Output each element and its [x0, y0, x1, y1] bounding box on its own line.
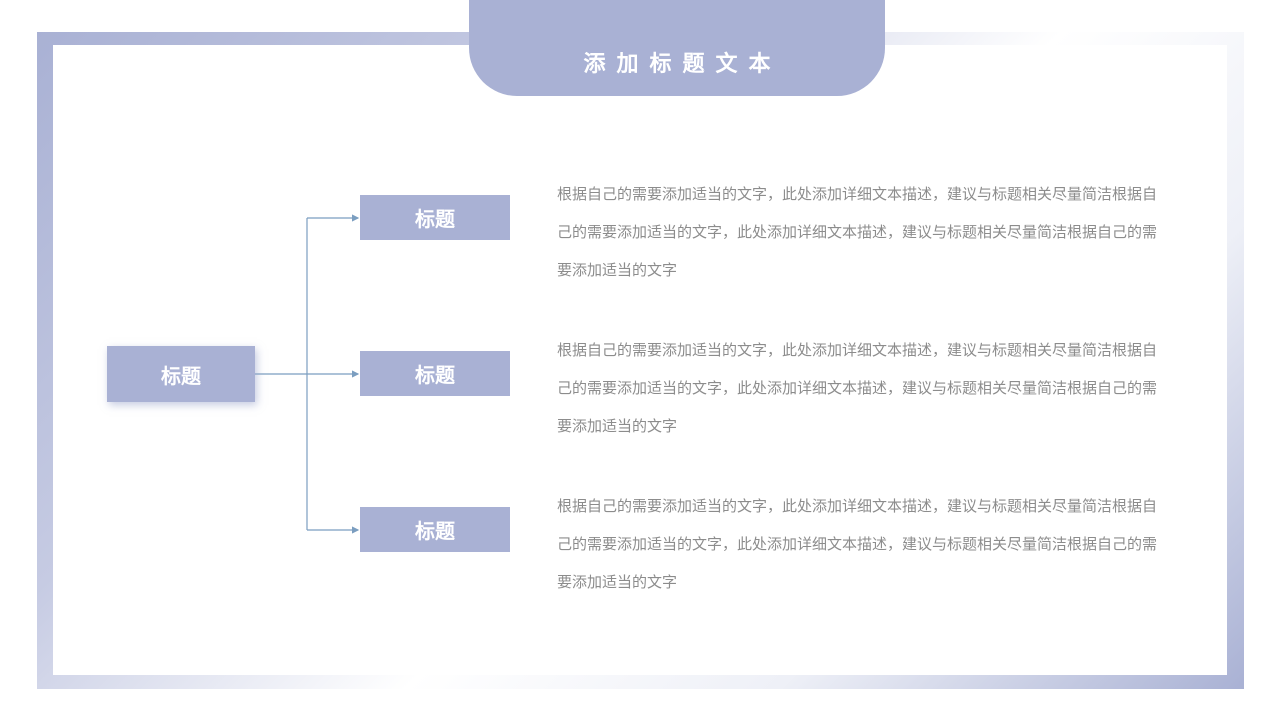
slide-frame: 添加标题文本	[37, 0, 1244, 689]
branch-node-label: 标题	[415, 363, 455, 387]
branch-description-3: 根据自己的需要添加适当的文字，此处添加详细文本描述，建议与标题相关尽量简洁根据自…	[557, 497, 1158, 591]
slide-title: 添加标题文本	[583, 52, 782, 77]
branch-node-3: 标题	[360, 507, 510, 552]
title-tab: 添加标题文本	[469, 0, 885, 96]
root-node: 标题	[107, 346, 255, 402]
branch-node-2: 标题	[360, 351, 510, 396]
branch-node-label: 标题	[415, 207, 455, 231]
branch-node-1: 标题	[360, 195, 510, 240]
branch-description-2: 根据自己的需要添加适当的文字，此处添加详细文本描述，建议与标题相关尽量简洁根据自…	[557, 341, 1158, 435]
root-node-label: 标题	[161, 363, 201, 388]
branch-description-1: 根据自己的需要添加适当的文字，此处添加详细文本描述，建议与标题相关尽量简洁根据自…	[557, 185, 1158, 279]
branch-node-label: 标题	[415, 519, 455, 543]
